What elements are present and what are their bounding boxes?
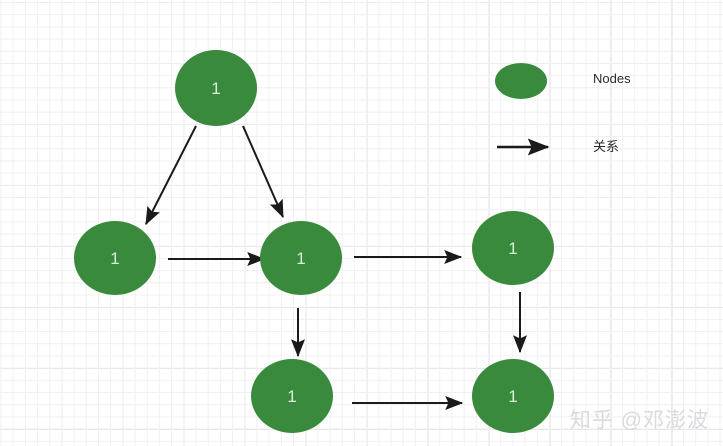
graph-node-mid-center[interactable]: 1 [260, 221, 342, 295]
node-label: 1 [296, 248, 306, 268]
graph-node-mid-right[interactable]: 1 [472, 211, 554, 285]
node-label: 1 [287, 386, 297, 406]
legend-label-relationships: 关系 [593, 139, 620, 154]
graph-node-bottom-right[interactable]: 1 [472, 359, 554, 433]
edge-top-to-mid-left [145, 125, 197, 226]
legend-node-circle-icon [495, 63, 547, 99]
node-label: 1 [508, 386, 518, 406]
node-label: 1 [110, 248, 120, 268]
graph-node-mid-left[interactable]: 1 [74, 221, 156, 295]
watermark: 知乎 @邓澎波 [569, 409, 709, 432]
node-label: 1 [211, 78, 221, 98]
edge-top-to-mid-center [242, 125, 284, 219]
graph-node-top[interactable]: 1 [175, 50, 257, 126]
graph-node-bottom-left[interactable]: 1 [251, 359, 333, 433]
node-label: 1 [508, 238, 518, 258]
legend-label-nodes: Nodes [593, 71, 631, 86]
